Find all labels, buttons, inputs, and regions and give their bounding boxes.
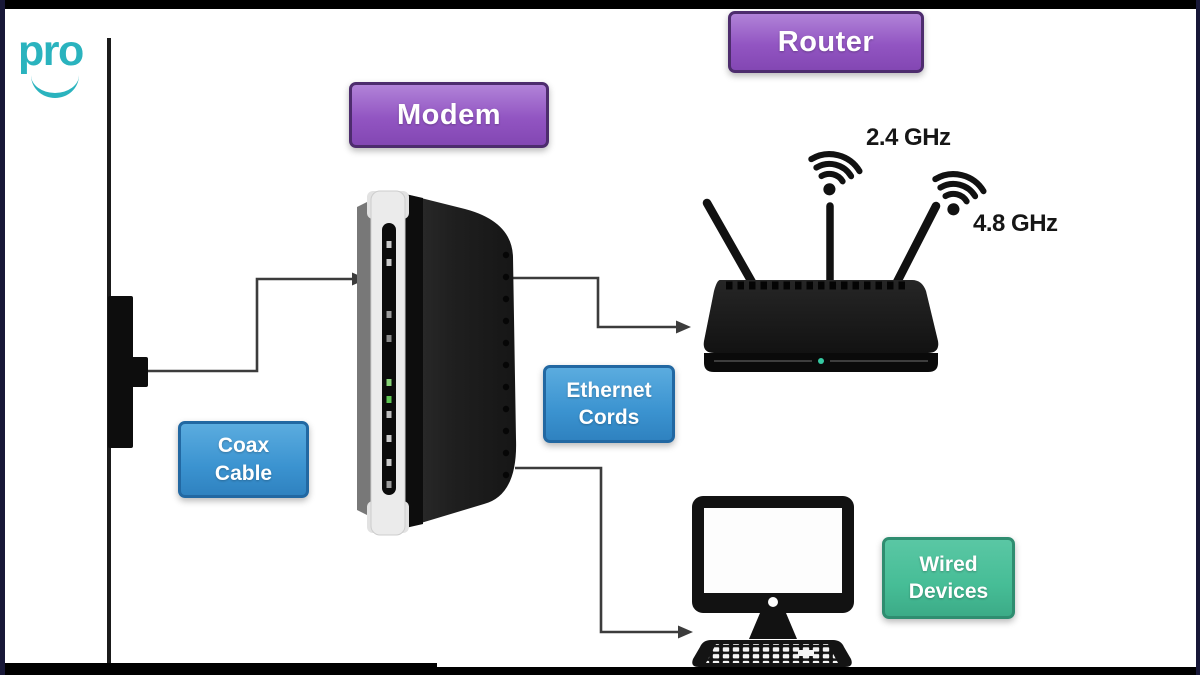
- modem-label: Modem: [349, 82, 549, 148]
- modem-body-seam: [401, 193, 423, 529]
- modem-body: [401, 193, 517, 529]
- coax-connector: [131, 357, 148, 387]
- modem-leds: [386, 241, 392, 488]
- wired-label-line2: Devices: [908, 580, 989, 603]
- router-label: Router: [728, 11, 924, 73]
- brand-logo-smile: [31, 73, 79, 98]
- computer-illustration: [692, 496, 854, 667]
- ethernet-label-line1: Ethernet: [566, 378, 652, 402]
- monitor-stand: [749, 613, 797, 639]
- frame-left-border: [0, 0, 5, 675]
- video-top-bar: [0, 0, 1200, 9]
- modem-to-computer-line: [515, 466, 678, 634]
- coax-cable-line: [148, 277, 352, 373]
- wired-label-line1: Wired: [919, 552, 978, 576]
- coax-cable-label: Coax Cable: [178, 421, 309, 498]
- router-label-text: Router: [777, 25, 875, 58]
- wired-devices-label: Wired Devices: [882, 537, 1015, 619]
- keyboard-keys: [706, 644, 838, 663]
- band-2-4ghz-text: 2.4 GHz: [866, 124, 951, 151]
- monitor-screen: [704, 508, 842, 593]
- router-body-top: [703, 280, 939, 353]
- modem-led-window: [382, 223, 396, 495]
- router-antennas: [702, 198, 941, 289]
- coax-label-line1: Coax: [217, 434, 270, 458]
- antenna-right: [891, 201, 941, 289]
- wifi-icon-4-8ghz: [932, 171, 987, 216]
- video-bottom-bar: [0, 667, 1200, 675]
- keyboard-spacebar: [798, 650, 814, 656]
- brand-logo: pro: [18, 30, 108, 100]
- band-4-8ghz-text: 4.8 GHz: [973, 210, 1058, 237]
- arrowhead-to-router: [676, 320, 691, 334]
- wall-outlet: [108, 296, 133, 448]
- modem-to-router-line: [513, 276, 676, 329]
- ethernet-label-line2: Cords: [578, 406, 640, 429]
- modem-ports: [502, 251, 510, 479]
- modem-illustration: [357, 190, 517, 536]
- modem-label-text: Modem: [397, 98, 501, 131]
- wifi-icon-2-4ghz: [808, 151, 863, 196]
- coax-label-line2: Cable: [214, 461, 273, 485]
- router-vents: [726, 281, 905, 290]
- ethernet-cords-label: Ethernet Cords: [543, 365, 675, 443]
- router-led: [818, 358, 824, 364]
- monitor-button: [768, 597, 778, 607]
- router-illustration: [702, 198, 941, 372]
- frame-right-border: [1196, 0, 1200, 675]
- brand-logo-text: pro: [18, 27, 84, 75]
- antenna-left: [702, 198, 758, 289]
